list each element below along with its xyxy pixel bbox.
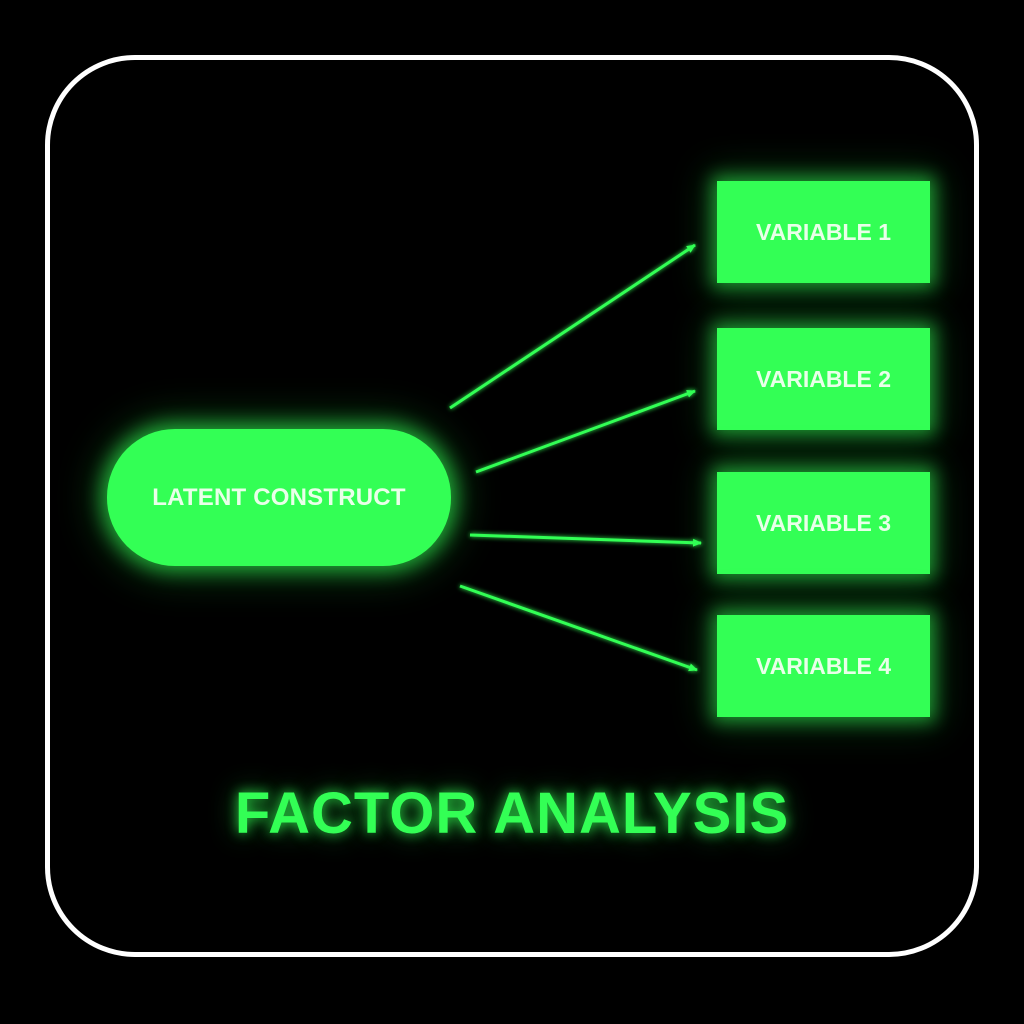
arrow-to-variable-4 bbox=[459, 584, 698, 672]
latent-construct-node: LATENT CONSTRUCT bbox=[107, 429, 451, 566]
diagram-title: FACTOR ANALYSIS bbox=[234, 781, 790, 846]
variable-2-box: VARIABLE 2 bbox=[717, 328, 930, 430]
variable-4-box: VARIABLE 4 bbox=[717, 615, 930, 717]
arrow-to-variable-3 bbox=[469, 533, 702, 547]
arrow-to-variable-2 bbox=[475, 389, 696, 474]
rounded-frame bbox=[45, 55, 979, 957]
variable-1-box: VARIABLE 1 bbox=[717, 181, 930, 283]
arrow-to-variable-1 bbox=[449, 243, 696, 410]
variable-3-box: VARIABLE 3 bbox=[717, 472, 930, 574]
